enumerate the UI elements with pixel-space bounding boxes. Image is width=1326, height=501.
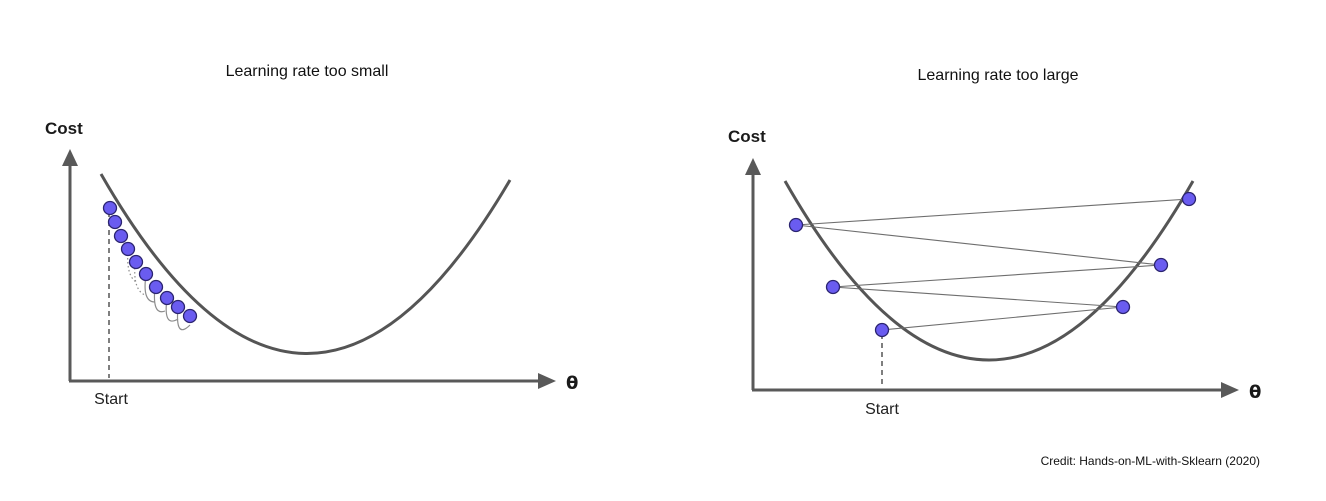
panel-small-step-point — [170, 299, 186, 315]
panel-small-start-label: Start — [94, 391, 128, 408]
panel-large-step-point — [1115, 299, 1131, 315]
panel-large-theta-label: θ — [1249, 382, 1261, 403]
panel-small-step-point — [120, 241, 136, 257]
panel-large-step-point — [1181, 191, 1197, 207]
panel-large-step-points — [788, 191, 1197, 338]
panel-small-step-point — [148, 279, 164, 295]
panel-large-jump-arrow — [795, 196, 1190, 226]
panel-large-cost-curve — [783, 180, 1195, 362]
panel-large-jump-arrow — [832, 284, 1124, 308]
panel-large-step-point — [1153, 257, 1169, 273]
panel-small-title: Learning rate too small — [226, 63, 389, 80]
panel-large-learning-rate: Learning rate too large Cost θ Start — [728, 67, 1261, 418]
panel-large-jump-arrow — [832, 262, 1162, 288]
panel-small-step-points — [102, 200, 198, 324]
panel-large-cost-label: Cost — [728, 127, 766, 146]
panel-large-jump-arrow — [881, 304, 1124, 331]
panel-small-theta-label: θ — [566, 373, 578, 394]
credit-text: Credit: Hands-on-ML-with-Sklearn (2020) — [1041, 454, 1260, 468]
panel-small-step-point — [102, 200, 118, 216]
panel-large-start-label: Start — [865, 401, 899, 418]
panel-large-step-point — [825, 279, 841, 295]
panel-small-learning-rate: Learning rate too small Cost θ Start — [45, 63, 578, 408]
panel-small-hop — [127, 249, 137, 283]
panel-small-step-point — [113, 228, 129, 244]
panel-small-step-point — [159, 290, 175, 306]
panel-large-jump-arrow — [795, 222, 1162, 266]
panel-small-step-point — [107, 214, 123, 230]
panel-small-cost-curve — [99, 173, 512, 355]
panel-small-cost-label: Cost — [45, 119, 83, 138]
panel-small-axes — [62, 149, 556, 389]
panel-small-step-point — [138, 266, 154, 282]
panel-large-title: Learning rate too large — [918, 67, 1079, 84]
panel-small-hop — [134, 263, 146, 296]
panel-small-step-point — [182, 308, 198, 324]
panel-small-x-axis-arrowhead — [538, 373, 556, 389]
panel-large-step-jumps — [795, 196, 1190, 331]
panel-small-y-axis-arrowhead — [62, 149, 78, 166]
panel-large-x-axis-arrowhead — [1221, 382, 1239, 398]
panel-small-step-point — [128, 254, 144, 270]
panel-large-axes — [745, 158, 1239, 398]
panel-large-step-point — [788, 217, 804, 233]
panel-large-step-point — [874, 322, 890, 338]
panel-large-y-axis-arrowhead — [745, 158, 761, 175]
